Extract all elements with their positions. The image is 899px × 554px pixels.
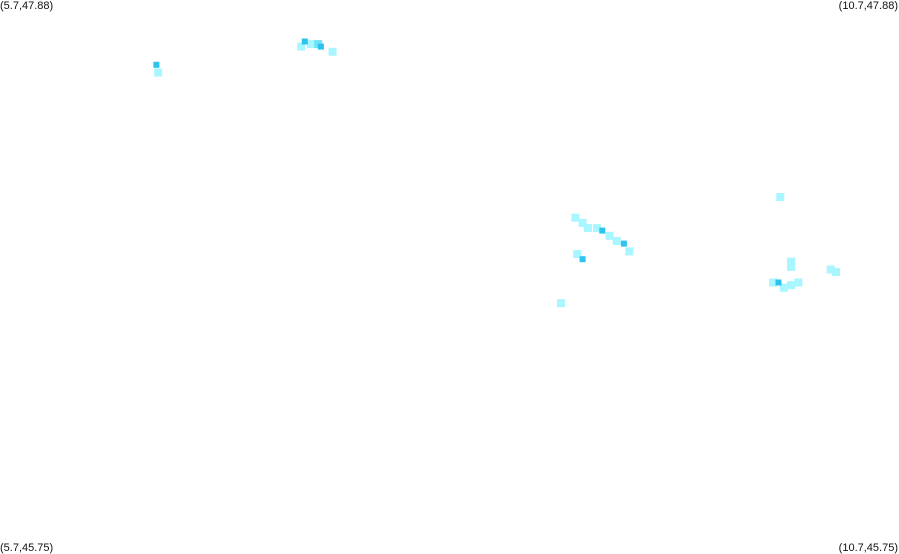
map-cell-light bbox=[605, 231, 614, 240]
map-cell-light bbox=[776, 193, 785, 201]
map-cell-light bbox=[832, 268, 841, 277]
map-cell-dark bbox=[317, 43, 324, 50]
map-cell-dark bbox=[775, 279, 782, 286]
map-cell-light bbox=[307, 40, 316, 49]
map-cell-dark bbox=[620, 240, 627, 247]
map-cell-light bbox=[787, 262, 796, 271]
map-cell-light bbox=[583, 224, 592, 233]
map-cell-light bbox=[826, 265, 835, 274]
map-cell-dark bbox=[153, 61, 160, 68]
map-cell-light bbox=[592, 224, 601, 233]
map-cell-dark bbox=[599, 227, 606, 234]
map-cell-light bbox=[612, 237, 621, 245]
corner-label-bottom-right: (10.7,45.75) bbox=[838, 542, 898, 554]
map-cell-light bbox=[557, 299, 565, 308]
map-cell-light bbox=[779, 283, 788, 292]
corner-label-top-right: (10.7,47.88) bbox=[838, 0, 898, 12]
map-cell-light bbox=[578, 218, 587, 227]
corner-label-top-left: (5.7,47.88) bbox=[0, 0, 54, 12]
map-cell-light bbox=[787, 257, 796, 266]
map-cell-light bbox=[328, 47, 337, 56]
map-cell-dark bbox=[301, 38, 308, 45]
map-cell-dark bbox=[579, 256, 586, 263]
map-cell-light bbox=[297, 42, 306, 51]
map-cell-light bbox=[573, 250, 582, 258]
map-cell-light bbox=[571, 213, 580, 222]
map-cell-light bbox=[769, 278, 778, 287]
map-cell-light bbox=[787, 281, 796, 290]
map-cell-light bbox=[625, 247, 634, 256]
corner-label-bottom-left: (5.7,45.75) bbox=[0, 542, 54, 554]
map-cell-light bbox=[154, 68, 163, 77]
map-cell-light bbox=[794, 278, 803, 287]
